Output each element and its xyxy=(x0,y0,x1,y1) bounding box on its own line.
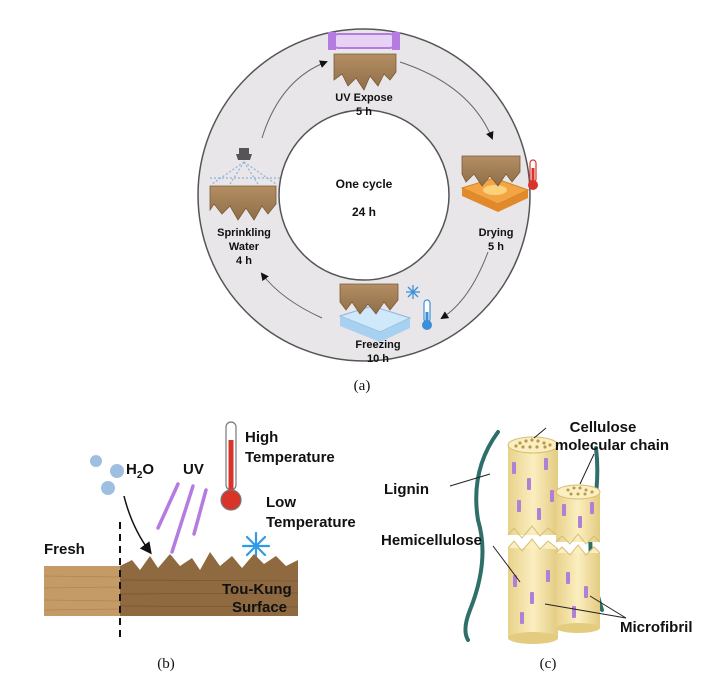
uv-lamp-icon xyxy=(333,33,395,49)
uv-rays-icon xyxy=(156,482,208,554)
freezing-step-duration: 10 h xyxy=(367,353,389,365)
sprinkling-step-duration: 4 h xyxy=(236,255,252,267)
uv-step-name: UV Expose xyxy=(335,92,392,104)
arrow-freezing-to-sprinkling xyxy=(260,272,323,319)
sprinkler-icon xyxy=(236,148,252,160)
weathering-factors: H2O UV High Temperature Low Temperature … xyxy=(43,421,356,640)
caption-a: (a) xyxy=(354,378,371,394)
high-temp-label-1: High xyxy=(245,429,278,446)
uv-label: UV xyxy=(183,461,204,478)
freezing-step-name: Freezing xyxy=(355,339,400,351)
center-duration: 24 h xyxy=(352,205,376,219)
high-temp-label-2: Temperature xyxy=(245,449,335,466)
cellulose-label-2: molecular chain xyxy=(555,437,669,454)
surface-label-1: Tou-Kung xyxy=(222,581,292,598)
cellulose-label-1: Cellulose xyxy=(570,419,637,436)
hemicellulose-label: Hemicellulose xyxy=(381,532,482,549)
water-spray-icon xyxy=(210,161,280,185)
arrow-sprinkling-to-uv xyxy=(261,60,328,139)
wood-block-icon xyxy=(461,155,521,187)
surface-label-2: Surface xyxy=(232,599,287,616)
lignin-label: Lignin xyxy=(384,481,429,498)
arrow-uv-to-drying xyxy=(399,61,494,140)
wood-block-icon xyxy=(333,53,397,91)
fresh-wood xyxy=(44,566,120,616)
wood-block-icon xyxy=(209,185,277,221)
low-temp-label-2: Temperature xyxy=(266,514,356,531)
sprinkling-step-name: Sprinkling xyxy=(217,227,271,239)
microfibril-label: Microfibril xyxy=(620,619,693,636)
lignin-strand xyxy=(463,430,500,642)
drying-step-name: Drying xyxy=(479,227,514,239)
arrow-drying-to-freezing xyxy=(440,251,489,320)
sprinkling-step-name-2: Water xyxy=(229,241,260,253)
caption-c: (c) xyxy=(540,656,557,672)
center-title: One cycle xyxy=(336,177,393,191)
drying-step-duration: 5 h xyxy=(488,241,504,253)
snowflake-icon xyxy=(406,285,420,299)
snowflake-icon xyxy=(241,531,271,561)
sprinkling-step: Sprinkling Water 4 h xyxy=(209,148,280,267)
cycle-diagram: One cycle 24 h UV Expose 5 h xyxy=(197,28,538,365)
cell-wall-structure: Cellulose molecular chain Lignin Hemicel… xyxy=(381,419,693,644)
weathered-wood xyxy=(120,552,298,616)
microfibril-large xyxy=(507,436,559,644)
thermometer-hot-icon xyxy=(528,159,538,190)
uv-step-duration: 5 h xyxy=(356,106,372,118)
water-droplets-icon xyxy=(90,455,124,495)
thermometer-cold-icon xyxy=(422,299,432,330)
uv-step: UV Expose 5 h xyxy=(328,32,400,118)
low-temp-label-1: Low xyxy=(266,494,296,511)
caption-b: (b) xyxy=(157,656,175,672)
thermometer-icon xyxy=(220,421,242,511)
wood-block-icon xyxy=(339,283,399,315)
drying-step: Drying 5 h xyxy=(460,155,538,253)
h2o-label: H2O xyxy=(126,461,154,481)
fresh-label: Fresh xyxy=(44,541,85,558)
cycle-center xyxy=(278,109,450,281)
water-arrow xyxy=(123,495,152,555)
freezing-step: Freezing 10 h xyxy=(338,283,432,365)
